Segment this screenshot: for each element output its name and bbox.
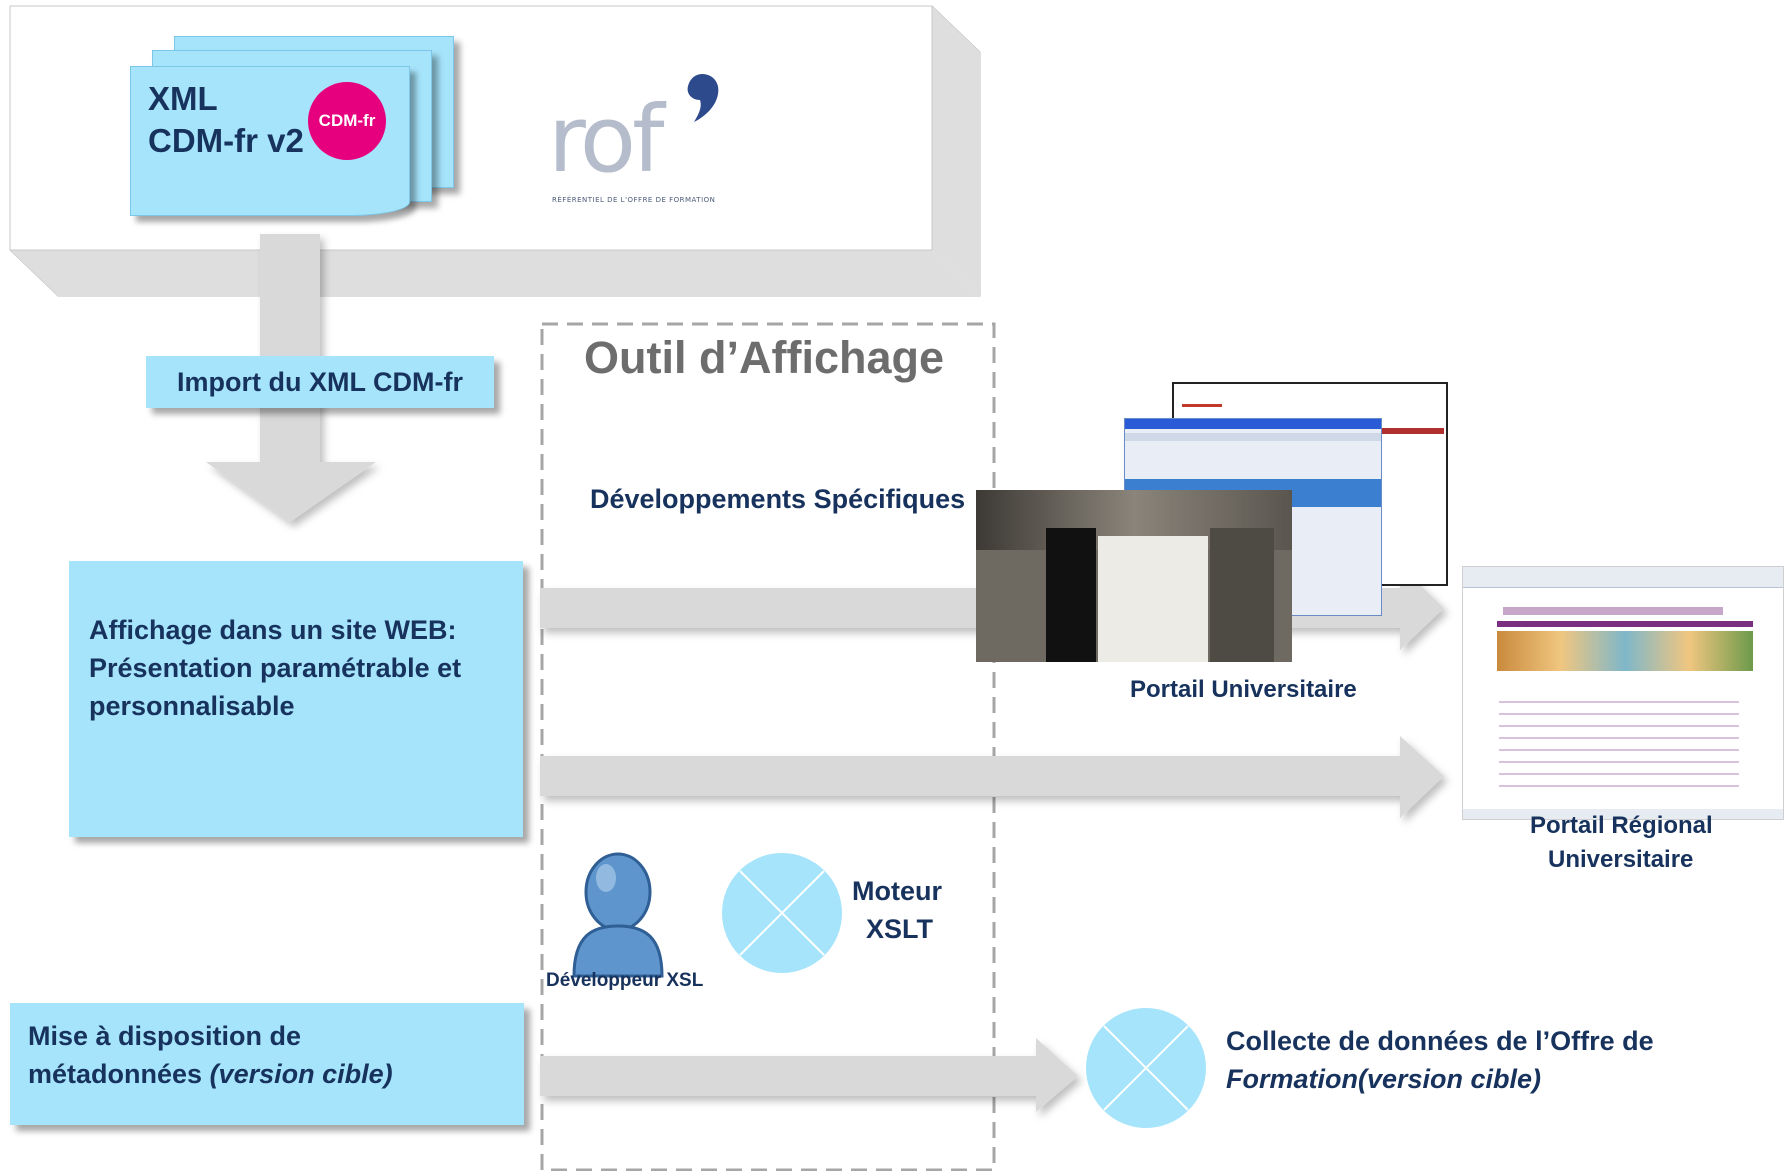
metadata-box: Mise à disposition de métadonnées (versi… xyxy=(10,1003,524,1125)
developer-user-icon xyxy=(572,852,664,978)
rof-logo-word: rof xyxy=(548,86,665,193)
collect-label-1: Collecte de données de l’Offre de xyxy=(1226,1026,1654,1056)
web-line1: Affichage dans un site WEB: xyxy=(89,615,457,645)
regional-status-bar xyxy=(1463,809,1783,819)
collect-icon xyxy=(1086,1008,1206,1128)
display-tool-frame xyxy=(540,322,996,1171)
doc-line-cdmfr: CDM-fr v2 xyxy=(148,122,304,159)
arrow-to-collecte xyxy=(540,1038,1078,1112)
regional-content-lines xyxy=(1499,691,1739,791)
web-line3: personnalisable xyxy=(89,691,295,721)
specific-dev-label: Développements Spécifiques xyxy=(590,484,966,514)
portail-universitaire-label: Portail Universitaire xyxy=(1130,676,1357,703)
cdmfr-badge-text: CDM-fr xyxy=(318,111,376,130)
screen-dark-portal xyxy=(976,490,1292,662)
dark-portal-content xyxy=(1098,536,1208,662)
meta-line2-italic: (version cible) xyxy=(209,1059,393,1089)
rof-logo-drop xyxy=(687,74,719,122)
regional-browser-toolbar xyxy=(1463,567,1783,588)
rof-logo: rof RÉFÉRENTIEL DE L'OFFRE DE FORMATION xyxy=(548,70,748,210)
regional-purple-bar xyxy=(1497,621,1753,627)
engine-label-1: Moteur xyxy=(852,876,942,906)
tool-title: Outil d’Affichage xyxy=(584,332,944,383)
developer-label: Développeur XSL xyxy=(546,970,704,991)
engine-label-2: XSLT xyxy=(866,914,933,944)
portail-regional-label-1: Portail Régional xyxy=(1530,812,1713,839)
regional-banner-image xyxy=(1497,631,1753,671)
meta-line1: Mise à disposition de xyxy=(28,1021,302,1051)
portail-universitaire-screens xyxy=(976,382,1452,664)
portail-regional-screen xyxy=(1462,566,1784,820)
web-line2: Présentation paramétrable et xyxy=(89,653,462,683)
meta-line2: métadonnées (version cible) xyxy=(28,1055,393,1093)
dark-portal-side xyxy=(1210,528,1274,662)
rof-logo-caption: RÉFÉRENTIEL DE L'OFFRE DE FORMATION xyxy=(552,196,716,204)
blue-app-titlebar xyxy=(1125,419,1381,429)
ume-logo-text xyxy=(1182,390,1222,407)
meta-line2-plain: métadonnées xyxy=(28,1059,210,1089)
xslt-engine-icon xyxy=(722,853,842,973)
dark-portal-nav xyxy=(1046,528,1096,662)
regional-title-bar xyxy=(1503,607,1723,615)
collect-label-2: Formation(version cible) xyxy=(1226,1064,1542,1094)
arrow-to-portail-regional xyxy=(540,736,1444,818)
ume-header-bar xyxy=(1324,428,1444,434)
web-display-box: Affichage dans un site WEB: Présentation… xyxy=(69,561,523,837)
xml-document-stack: XML CDM-fr v2 CDM-fr xyxy=(130,36,454,226)
portail-regional-label-2: Universitaire xyxy=(1548,846,1694,873)
import-down-arrow xyxy=(206,234,376,522)
blue-app-toolbar xyxy=(1125,433,1381,441)
doc-line-xml: XML xyxy=(148,80,218,117)
import-label: Import du XML CDM-fr xyxy=(146,356,494,408)
cdmfr-badge: CDM-fr xyxy=(308,82,386,160)
